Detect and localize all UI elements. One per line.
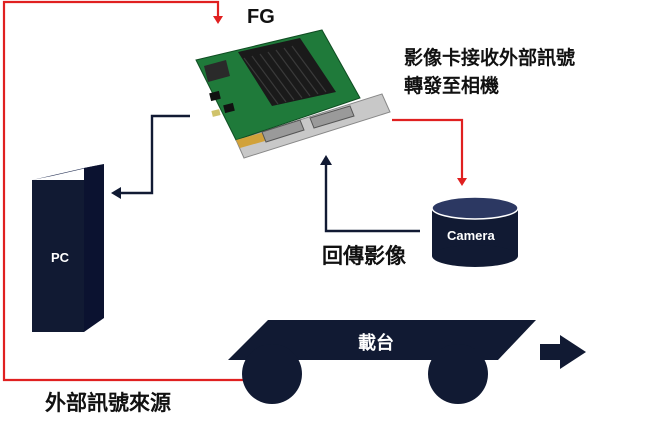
camera-cylinder-icon — [431, 196, 519, 267]
frame-grabber-card-icon — [195, 29, 391, 159]
signal-line-fg-to-camera — [392, 118, 467, 186]
right-arrow-icon — [540, 335, 586, 369]
camera-label: Camera — [447, 228, 495, 243]
pc-tower-icon — [32, 164, 104, 332]
external-signal-source-label: 外部訊號來源 — [45, 391, 171, 415]
fg-note-line1: 影像卡接收外部訊號 — [404, 47, 576, 69]
return-image-label: 回傳影像 — [322, 244, 406, 268]
data-line-camera-to-fg — [320, 155, 420, 233]
fg-label: FG — [247, 6, 275, 28]
fg-note-line2: 轉發至相機 — [404, 75, 500, 97]
stage-cart-icon — [228, 320, 536, 404]
data-line-fg-to-pc — [111, 114, 190, 199]
stage-label: 載台 — [358, 333, 394, 354]
signal-line-source-to-fg — [2, 0, 250, 382]
pc-label: PC — [51, 250, 70, 265]
fg-note: 影像卡接收外部訊號 轉發至相機 — [404, 44, 575, 100]
